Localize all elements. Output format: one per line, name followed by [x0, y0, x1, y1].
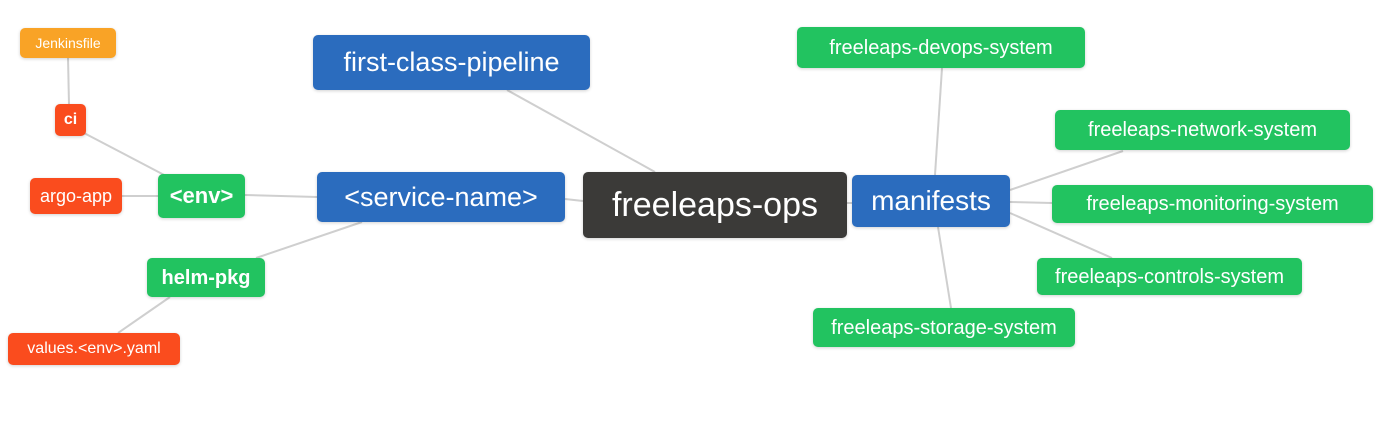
edge-manifests-freeleaps-devops-system [934, 67, 943, 176]
node-label: freeleaps-ops [611, 186, 818, 224]
node-label: freeleaps-devops-system [829, 36, 1053, 59]
edge-service-name-freeleaps-ops [564, 198, 584, 202]
node-label: manifests [871, 185, 991, 216]
node-ci[interactable]: ci [55, 104, 86, 136]
node-freeleaps-ops[interactable]: freeleaps-ops [583, 172, 847, 238]
node-manifests[interactable]: manifests [852, 175, 1010, 227]
edge-manifests-freeleaps-storage-system [937, 226, 952, 309]
node-label: first-class-pipeline [343, 47, 560, 77]
edge-jenkinsfile-ci [67, 56, 70, 106]
node-service-name[interactable]: <service-name> [317, 172, 565, 222]
edge-manifests-freeleaps-controls-system [1009, 212, 1113, 259]
edge-manifests-freeleaps-network-system [1009, 150, 1124, 191]
node-freeleaps-devops-system[interactable]: freeleaps-devops-system [797, 27, 1085, 68]
node-helm-pkg[interactable]: helm-pkg [147, 258, 265, 297]
node-jenkinsfile[interactable]: Jenkinsfile [20, 28, 116, 58]
node-label: <service-name> [344, 181, 538, 212]
node-label: freeleaps-storage-system [831, 316, 1057, 339]
edge-values-env-yaml-helm-pkg [117, 296, 171, 334]
node-label: freeleaps-controls-system [1055, 265, 1284, 288]
node-first-class-pipeline[interactable]: first-class-pipeline [313, 35, 590, 90]
node-label: values.<env>.yaml [27, 340, 161, 357]
node-label: ci [63, 111, 78, 128]
node-freeleaps-controls-system[interactable]: freeleaps-controls-system [1037, 258, 1302, 295]
edge-helm-pkg-service-name [255, 221, 363, 259]
node-label: Jenkinsfile [35, 35, 101, 51]
edge-first-class-pipeline-freeleaps-ops [506, 89, 656, 173]
node-freeleaps-network-system[interactable]: freeleaps-network-system [1055, 110, 1350, 150]
node-freeleaps-monitoring-system[interactable]: freeleaps-monitoring-system [1052, 185, 1373, 223]
node-label: helm-pkg [161, 266, 251, 289]
node-argo-app[interactable]: argo-app [30, 178, 122, 214]
edge-ci-env [83, 132, 169, 178]
edge-manifests-freeleaps-monitoring-system [1009, 201, 1053, 204]
node-freeleaps-storage-system[interactable]: freeleaps-storage-system [813, 308, 1075, 347]
node-label: argo-app [39, 186, 113, 206]
node-label: freeleaps-monitoring-system [1086, 193, 1339, 215]
node-label: freeleaps-network-system [1088, 119, 1317, 141]
node-env[interactable]: <env> [158, 174, 245, 218]
node-values-env-yaml[interactable]: values.<env>.yaml [8, 333, 180, 365]
edge-env-service-name [244, 194, 318, 198]
node-label: <env> [169, 183, 234, 208]
